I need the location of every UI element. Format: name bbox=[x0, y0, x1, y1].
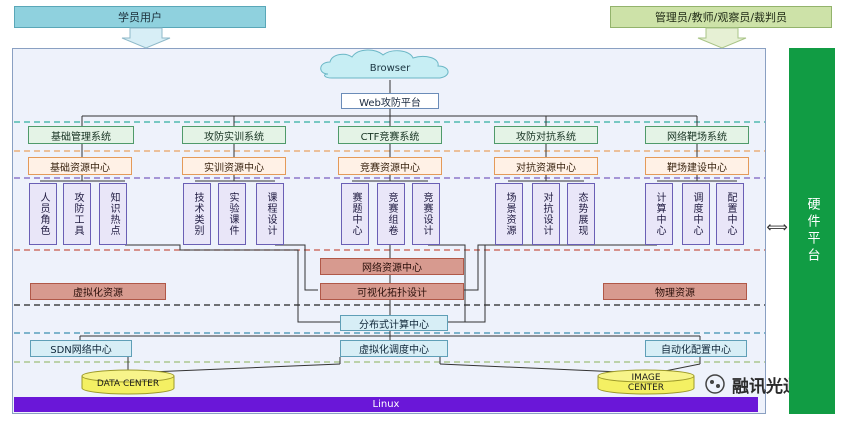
resource-center-training: 实训资源中心 bbox=[182, 157, 286, 175]
module-personnel-roles: 人员角色 bbox=[29, 183, 57, 245]
module-compute-center: 计算中心 bbox=[645, 183, 673, 245]
browser-label: Browser bbox=[369, 62, 411, 74]
data-center-label: DATA CENTER bbox=[96, 379, 160, 389]
system-cyber-range: 网络靶场系统 bbox=[645, 126, 749, 144]
data-center-cylinder bbox=[81, 369, 175, 395]
automation-config-center: 自动化配置中心 bbox=[645, 340, 747, 357]
module-schedule-center: 调度中心 bbox=[682, 183, 710, 245]
admin-down-arrow bbox=[697, 27, 747, 49]
module-course-design: 课程设计 bbox=[256, 183, 284, 245]
module-attack-tools: 攻防工具 bbox=[63, 183, 91, 245]
module-scenario-resources: 场景资源 bbox=[495, 183, 523, 245]
virtualization-resource: 虚拟化资源 bbox=[30, 283, 166, 300]
module-competition-design: 竞赛设计 bbox=[412, 183, 440, 245]
watermark-text: 融讯光通 bbox=[732, 377, 800, 397]
system-ctf-competition: CTF竞赛系统 bbox=[338, 126, 442, 144]
system-basic-management: 基础管理系统 bbox=[28, 126, 134, 144]
resource-center-competition: 竞赛资源中心 bbox=[338, 157, 442, 175]
resource-center-range-building: 靶场建设中心 bbox=[645, 157, 749, 175]
admin-user-label: 管理员/教师/观察员/裁判员 bbox=[654, 11, 788, 24]
linux-bar: Linux bbox=[14, 397, 758, 412]
sdn-network-center: SDN网络中心 bbox=[30, 340, 132, 357]
virtualization-schedule-center: 虚拟化调度中心 bbox=[340, 340, 448, 357]
module-knowledge-hotspots: 知识热点 bbox=[99, 183, 127, 245]
module-lab-courseware: 实验课件 bbox=[218, 183, 246, 245]
distributed-compute-center: 分布式计算中心 bbox=[340, 315, 448, 331]
physical-resource: 物理资源 bbox=[603, 283, 747, 300]
system-attack-defense-confrontation: 攻防对抗系统 bbox=[494, 126, 598, 144]
image-center-cylinder bbox=[597, 369, 695, 395]
module-tech-categories: 技术类别 bbox=[183, 183, 211, 245]
learner-down-arrow bbox=[121, 27, 171, 49]
learner-user-label: 学员用户 bbox=[118, 11, 162, 24]
system-attack-defense-training: 攻防实训系统 bbox=[182, 126, 286, 144]
image-center-label: IMAGE CENTER bbox=[627, 373, 665, 393]
network-resource-center: 网络资源中心 bbox=[320, 258, 464, 275]
resource-center-basic: 基础资源中心 bbox=[28, 157, 132, 175]
hardware-platform-bar: 硬件平台 bbox=[789, 48, 835, 414]
module-confrontation-design: 对抗设计 bbox=[532, 183, 560, 245]
watermark-logo-icon bbox=[705, 374, 725, 394]
module-situation-display: 态势展现 bbox=[567, 183, 595, 245]
web-platform-box: Web攻防平台 bbox=[341, 93, 439, 109]
resource-center-confrontation: 对抗资源中心 bbox=[494, 157, 598, 175]
module-challenge-center: 赛题中心 bbox=[341, 183, 369, 245]
module-config-center: 配置中心 bbox=[716, 183, 744, 245]
visual-topology-design: 可视化拓扑设计 bbox=[320, 283, 464, 300]
bidirectional-arrow-icon: ⟺ bbox=[766, 218, 788, 236]
admin-user-banner: 管理员/教师/观察员/裁判员 bbox=[610, 6, 832, 28]
browser-cloud bbox=[320, 49, 449, 79]
module-competition-paper: 竞赛组卷 bbox=[377, 183, 405, 245]
